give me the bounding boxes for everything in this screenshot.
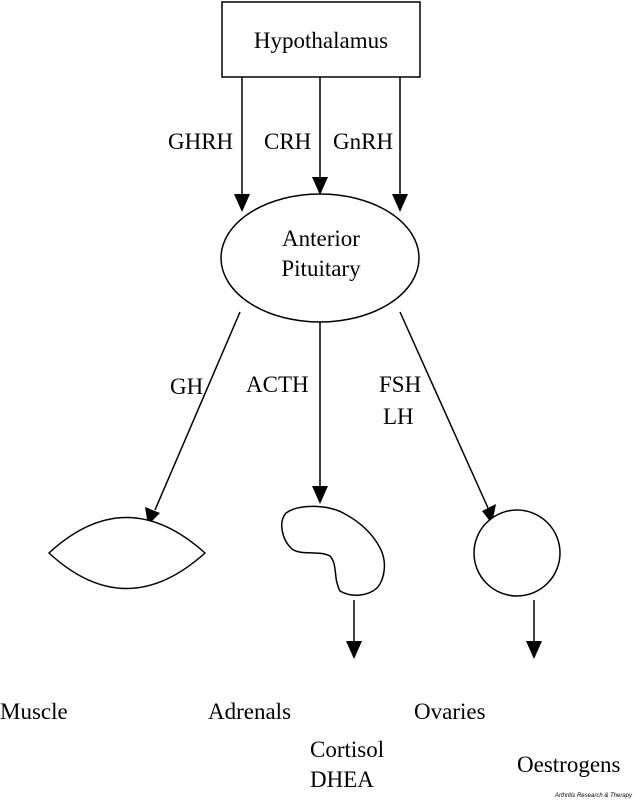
lh-label: LH [383, 404, 414, 429]
ovaries-shape [473, 509, 561, 597]
ovaries-label: Ovaries [414, 699, 486, 724]
gnrh-arrow [392, 77, 408, 212]
gh-label: GH [170, 374, 203, 399]
muscle-label: Muscle [0, 699, 68, 724]
adrenals-label: Adrenals [208, 699, 291, 724]
adrenals-output-arrow [346, 600, 362, 659]
crh-arrow [312, 77, 328, 195]
muscle-shape [47, 516, 207, 590]
ghrh-label: GHRH [168, 129, 233, 154]
pituitary-label-line2: Pituitary [281, 256, 361, 281]
hypothalamus-box [221, 1, 421, 78]
source-credit: Arthritis Research & Therapy [554, 793, 633, 799]
cortisol-label: Cortisol [310, 737, 384, 762]
hypothalamus-label: Hypothalamus [254, 28, 388, 53]
gnrh-label: GnRH [333, 129, 393, 154]
gh-arrow [145, 311, 241, 525]
fsh-label: FSH [379, 372, 421, 397]
adrenals-shape [280, 505, 386, 596]
ovaries-output-arrow [526, 600, 542, 659]
oestrogens-label: Oestrogens [517, 752, 621, 777]
acth-label: ACTH [246, 372, 309, 397]
dhea-label: DHEA [310, 767, 374, 792]
crh-label: CRH [264, 129, 311, 154]
pituitary-label-line1: Anterior [282, 226, 360, 251]
acth-arrow [312, 322, 328, 504]
fsh-lh-arrow [399, 311, 496, 524]
ghrh-arrow [234, 77, 250, 212]
